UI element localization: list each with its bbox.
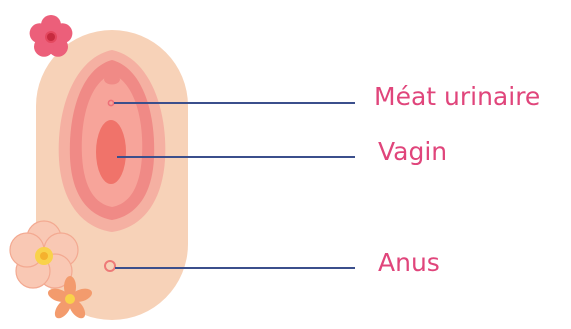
vaginal-opening (96, 120, 126, 184)
pink-flower-icon (30, 15, 73, 57)
label-vagina: Vagin (378, 139, 447, 164)
label-anus: Anus (378, 250, 440, 275)
label-urethral-meatus: Méat urinaire (374, 84, 540, 109)
